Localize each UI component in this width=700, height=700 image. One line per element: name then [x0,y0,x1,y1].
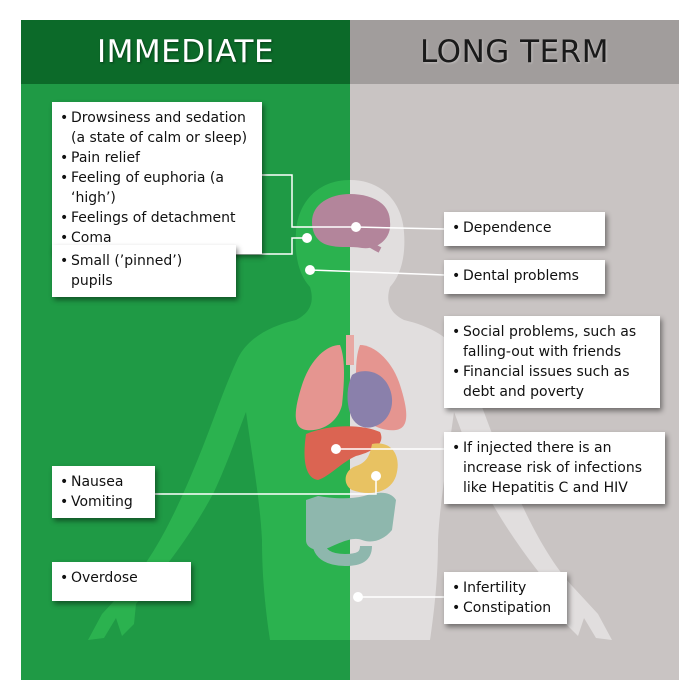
list-item: Social problems, such as falling-out wit… [452,322,652,362]
list-item: Dependence [452,218,597,238]
body-silhouette-left [88,180,350,640]
list-item: Constipation [452,598,559,618]
long-term-box-social: Social problems, such as falling-out wit… [444,316,660,408]
list-item: Vomiting [60,492,147,512]
list-item: Drowsiness and sedation (a state of calm… [60,108,254,148]
long-term-box-dependence: Dependence [444,212,605,246]
list-item: Small (’pinned’) pupils [60,251,228,291]
list-item: Coma [60,228,254,248]
stomach [345,443,398,494]
list-item: If injected there is an increase risk of… [452,438,657,498]
immediate-box-overdose: Overdose [52,562,191,601]
immediate-header: IMMEDIATE [21,20,350,84]
left-lung [295,345,344,431]
heart [347,371,393,428]
list-item: Dental problems [452,266,597,286]
immediate-box-effects: Drowsiness and sedation (a state of calm… [52,102,262,254]
list-item: Infertility [452,578,559,598]
connector-lines [155,174,445,598]
list-item: Overdose [60,568,183,588]
immediate-box-nausea: Nausea Vomiting [52,466,155,518]
immediate-box-pupils: Small (’pinned’) pupils [52,245,236,297]
long-term-box-dental: Dental problems [444,260,605,294]
list-item: Feelings of detachment [60,208,254,228]
list-item: Pain relief [60,148,254,168]
list-item: Feeling of euphoria (a ‘high’) [60,168,254,208]
long-term-box-infections: If injected there is an increase risk of… [444,432,665,504]
body-silhouette-right [350,180,612,640]
brain [312,194,391,249]
list-item: Nausea [60,472,147,492]
intestines [306,492,396,550]
list-item: Financial issues such as debt and povert… [452,362,652,402]
liver [304,426,382,480]
long-term-box-infertility: Infertility Constipation [444,572,567,624]
long-term-header: LONG TERM [350,20,679,84]
